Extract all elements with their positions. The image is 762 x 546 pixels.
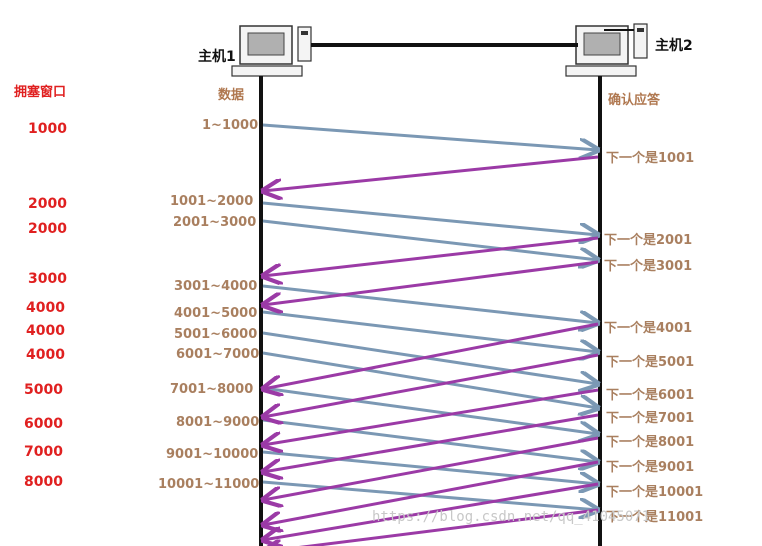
ack-label: 下一个是10001 — [606, 484, 703, 500]
ack-header: 确认应答 — [608, 92, 661, 108]
cwnd-value: 8000 — [24, 474, 63, 490]
data-segment-arrow — [262, 310, 598, 352]
cwnd-value: 3000 — [28, 271, 67, 287]
segment-label: 5001~6000 — [174, 327, 257, 342]
ack-arrow — [263, 413, 599, 472]
data-segment-arrow — [262, 284, 598, 323]
ack-arrow — [263, 460, 599, 525]
segment-label: 1001~2000 — [170, 194, 253, 209]
ack-label: 下一个是2001 — [604, 232, 692, 248]
ack-arrow — [263, 236, 599, 276]
ack-label: 下一个是5001 — [606, 354, 694, 370]
cwnd-value: 2000 — [28, 221, 67, 237]
segment-label: 7001~8000 — [170, 382, 253, 397]
host1-computer-icon — [231, 25, 312, 77]
ack-label: 下一个是6001 — [606, 387, 694, 403]
ack-label: 下一个是9001 — [606, 459, 694, 475]
segment-label: 10001~11000 — [158, 477, 259, 492]
data-segment-arrow — [262, 219, 598, 260]
ack-label: 下一个是3001 — [604, 258, 692, 274]
data-segment-arrow — [262, 386, 598, 434]
segment-label: 6001~7000 — [176, 347, 259, 362]
cwnd-value: 6000 — [24, 416, 63, 432]
cwnd-value: 5000 — [24, 382, 63, 398]
ack-label: 下一个是7001 — [606, 410, 694, 426]
cwnd-value: 7000 — [24, 444, 63, 460]
ack-label: 下一个是11001 — [606, 509, 703, 525]
data-segment-arrow — [262, 418, 598, 462]
ack-arrow — [263, 322, 599, 389]
ack-label: 下一个是1001 — [606, 150, 694, 166]
host2-label: 主机2 — [655, 37, 693, 54]
segment-label: 3001~4000 — [174, 279, 257, 294]
cwnd-header: 拥塞窗口 — [14, 84, 66, 100]
message-labels: 1000 2000 2000 3000 4000 4000 4000 5000 6000 7000… — [24, 118, 703, 525]
segment-label: 1~1000 — [202, 118, 258, 133]
watermark: https://blog.csdn.net/qq_41045071 — [372, 509, 650, 525]
ack-arrow — [263, 155, 599, 191]
ack-label: 下一个是8001 — [606, 434, 694, 450]
segment-label: 4001~5000 — [174, 306, 257, 321]
ack-arrow — [263, 388, 599, 445]
segment-label: 9001~10000 — [166, 447, 258, 462]
cwnd-value: 4000 — [26, 323, 65, 339]
cwnd-value: 4000 — [26, 347, 65, 363]
data-segment-arrow — [262, 201, 598, 235]
cwnd-value: 4000 — [26, 300, 65, 316]
ack-arrow — [263, 353, 599, 417]
ack-label: 下一个是4001 — [604, 320, 692, 336]
cwnd-value: 1000 — [28, 121, 67, 137]
ack-arrow — [263, 436, 599, 500]
data-segment-arrow — [262, 123, 598, 150]
ack-arrow — [263, 260, 599, 305]
segment-label: 8001~9000 — [176, 415, 259, 430]
ack-arrow — [263, 508, 599, 546]
message-arrows — [262, 123, 599, 546]
segment-label: 2001~3000 — [173, 215, 256, 230]
cwnd-value: 2000 — [28, 196, 67, 212]
host1-label: 主机1 — [198, 48, 236, 65]
data-segment-arrow — [262, 331, 598, 384]
host2-computer-icon — [565, 23, 648, 77]
data-segment-arrow — [262, 480, 598, 510]
ack-arrow — [263, 482, 599, 540]
data-header: 数据 — [218, 87, 244, 103]
